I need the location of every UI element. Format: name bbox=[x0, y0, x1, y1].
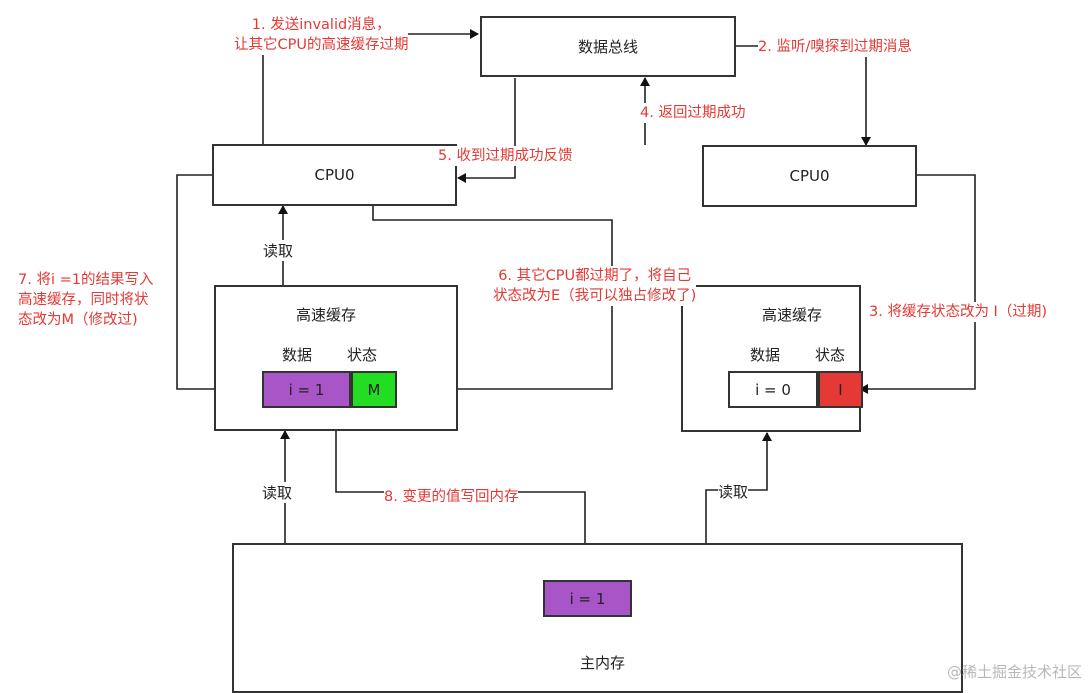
cache-left-node: 高速缓存 数据 状态 i = 1 M bbox=[214, 285, 458, 431]
data-bus-label: 数据总线 bbox=[577, 38, 638, 56]
cpu-right-label: CPU0 bbox=[789, 167, 830, 185]
step4-annotation: 4. 返回过期成功 bbox=[640, 103, 746, 123]
cpu-left-label: CPU0 bbox=[314, 166, 355, 184]
edge-bus-to-right-cpu bbox=[736, 45, 871, 146]
cache-right-node: 高速缓存 数据 状态 i = 0 I bbox=[681, 285, 863, 432]
cache-right-state-header: 状态 bbox=[815, 346, 846, 364]
step3-annotation: 3. 将缓存状态改为 I（过期) bbox=[869, 302, 1047, 322]
read-label-bottom-left: 读取 bbox=[262, 482, 293, 503]
edge-right-cpu-to-state bbox=[859, 174, 976, 394]
cache-right-title: 高速缓存 bbox=[762, 306, 823, 324]
edge-bus-to-left-cpu bbox=[457, 78, 516, 183]
edge-cpu-to-cache-state bbox=[372, 206, 613, 394]
step8-annotation: 8. 变更的值写回内存 bbox=[384, 487, 519, 507]
cache-left-data-header: 数据 bbox=[282, 346, 313, 364]
cache-left-title: 高速缓存 bbox=[296, 306, 357, 324]
cache-right-state-cell: I bbox=[818, 371, 863, 408]
cache-left-state-header: 状态 bbox=[347, 346, 378, 364]
cache-left-value-cell: i = 1 bbox=[262, 371, 351, 408]
main-memory-node: i = 1 主内存 bbox=[232, 543, 963, 693]
step7-annotation: 7. 将i =1的结果写入 高速缓存，同时将状 态改为M（修改过) bbox=[18, 270, 154, 330]
step6-annotation: 6. 其它CPU都过期了，将自己 状态改为E（我可以独占修改了) bbox=[493, 266, 697, 306]
data-bus-node: 数据总线 bbox=[480, 16, 736, 77]
cache-right-value-cell: i = 0 bbox=[728, 371, 818, 408]
read-label-top: 读取 bbox=[263, 240, 294, 261]
step1-annotation: 1. 发送invalid消息， 让其它CPU的高速缓存过期 bbox=[234, 15, 409, 55]
main-memory-title: 主内存 bbox=[580, 654, 626, 672]
cache-right-data-header: 数据 bbox=[750, 346, 781, 364]
cpu-right-node: CPU0 bbox=[702, 145, 917, 207]
cpu-left-node: CPU0 bbox=[212, 144, 457, 206]
cache-left-state-cell: M bbox=[351, 371, 397, 408]
read-label-bottom-right: 读取 bbox=[718, 481, 749, 502]
watermark: @稀土掘金技术社区 bbox=[946, 663, 1082, 681]
step2-annotation: 2. 监听/嗅探到过期消息 bbox=[758, 37, 912, 57]
memory-value-cell: i = 1 bbox=[543, 580, 632, 617]
step5-annotation: 5. 收到过期成功反馈 bbox=[438, 146, 573, 166]
